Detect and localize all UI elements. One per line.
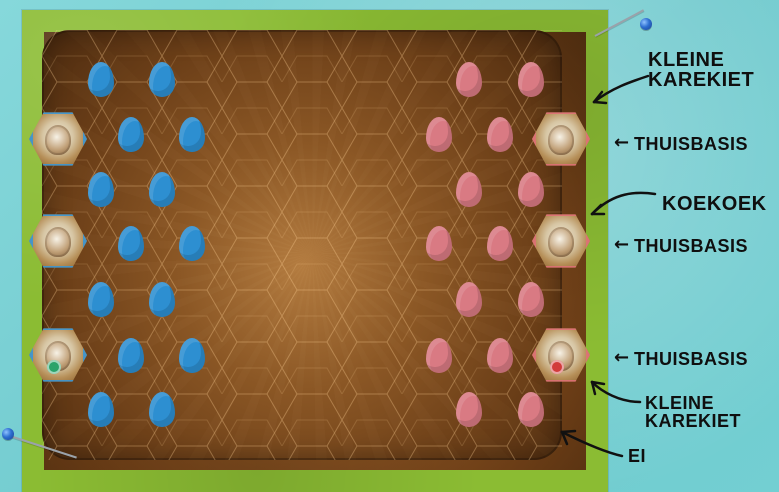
blue-egg[interactable] — [149, 62, 175, 97]
bird-icon — [548, 227, 574, 257]
bird-icon — [45, 125, 71, 155]
label-line: KAREKIET — [648, 70, 754, 90]
red-egg[interactable] — [456, 172, 482, 207]
bird-icon — [548, 125, 574, 155]
red-egg[interactable] — [518, 62, 544, 97]
red-egg[interactable] — [518, 282, 544, 317]
blue-egg[interactable] — [149, 282, 175, 317]
red-egg[interactable] — [426, 338, 452, 373]
left-arrow-icon: ← — [614, 349, 629, 367]
blue-egg[interactable] — [149, 392, 175, 427]
red-egg[interactable] — [456, 392, 482, 427]
marker-icon — [47, 360, 61, 374]
blue-egg[interactable] — [179, 226, 205, 261]
blue-egg[interactable] — [88, 172, 114, 207]
blue-egg[interactable] — [118, 338, 144, 373]
red-egg[interactable] — [456, 62, 482, 97]
red-egg[interactable] — [456, 282, 482, 317]
red-egg[interactable] — [426, 226, 452, 261]
red-egg[interactable] — [487, 226, 513, 261]
red-egg[interactable] — [487, 338, 513, 373]
blue-egg[interactable] — [118, 226, 144, 261]
marker-icon — [550, 360, 564, 374]
blue-egg[interactable] — [179, 117, 205, 152]
red-egg[interactable] — [426, 117, 452, 152]
blue-pin-icon — [2, 428, 14, 440]
left-arrow-icon: ← — [614, 134, 629, 152]
left-arrow-icon: ← — [614, 236, 629, 254]
red-egg[interactable] — [518, 172, 544, 207]
blue-pin-icon — [640, 18, 652, 30]
label-thuisbasis-1: THUISBASIS — [634, 135, 748, 153]
label-thuisbasis-3: THUISBASIS — [634, 350, 748, 368]
blue-egg[interactable] — [88, 62, 114, 97]
bird-icon — [45, 227, 71, 257]
label-line: KLEINE — [648, 50, 754, 70]
label-kleine-karekiet-bottom: KLEINE KAREKIET — [645, 394, 779, 430]
blue-egg[interactable] — [179, 338, 205, 373]
red-egg[interactable] — [487, 117, 513, 152]
red-egg[interactable] — [518, 392, 544, 427]
blue-egg[interactable] — [149, 172, 175, 207]
label-thuisbasis-2: THUISBASIS — [634, 237, 748, 255]
label-koekoek: KOEKOEK — [662, 194, 767, 214]
blue-egg[interactable] — [88, 282, 114, 317]
label-kleine-karekiet-top: KLEINE KAREKIET — [648, 50, 754, 90]
blue-egg[interactable] — [88, 392, 114, 427]
label-ei: EI — [628, 447, 646, 465]
blue-egg[interactable] — [118, 117, 144, 152]
